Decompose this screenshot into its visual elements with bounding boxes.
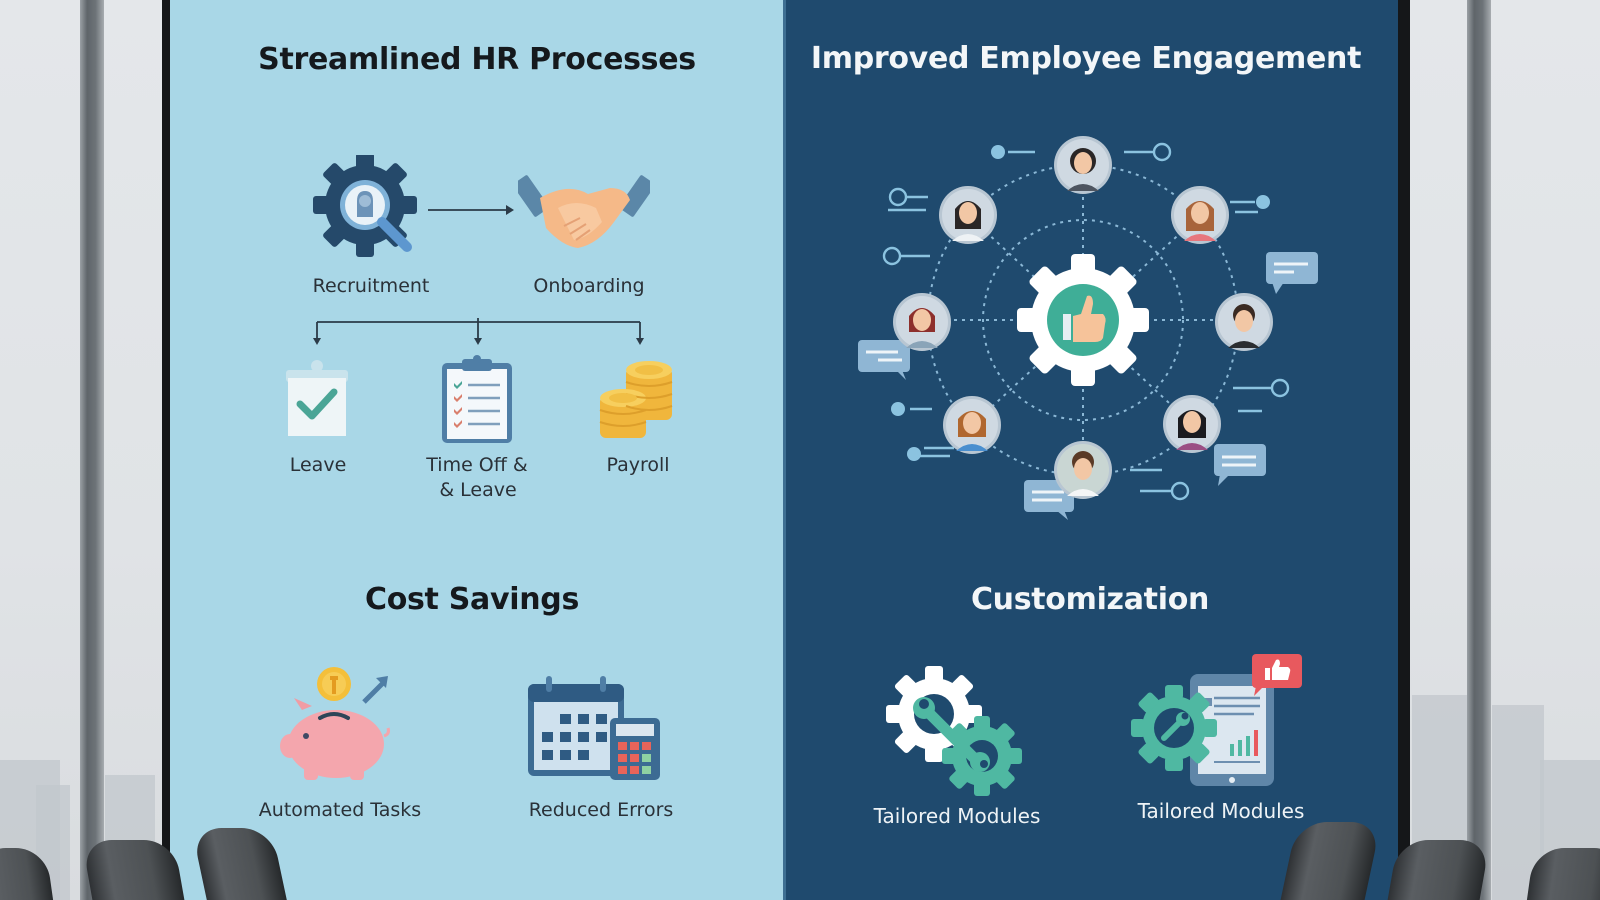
coins-stack-icon (599, 361, 673, 438)
label-recruitment: Recruitment (312, 275, 430, 297)
label-onboarding: Onboarding (533, 275, 645, 297)
section-title-engagement: Improved Employee Engagement (810, 41, 1362, 76)
label-time-off-line1: Time Off & (426, 454, 528, 476)
flow-arrow-icon (428, 205, 514, 215)
label-leave: Leave (289, 454, 347, 476)
handshake-icon (518, 175, 650, 248)
engagement-network-icon (858, 136, 1318, 520)
avatar-lower-right (1163, 395, 1221, 453)
checkbox-icon (286, 360, 348, 436)
label-automated-tasks: Automated Tasks (258, 799, 422, 821)
avatar-right (1215, 293, 1273, 351)
section-title-hr-processes: Streamlined HR Processes (258, 42, 696, 77)
window-mullion-right (1467, 0, 1491, 900)
window-mullion-left (80, 0, 104, 900)
clipboard-checklist-icon (442, 355, 512, 443)
panel-divider (783, 0, 786, 900)
avatar-upper-left (939, 186, 997, 244)
avatar-top (1054, 136, 1112, 194)
gear-magnifier-icon (313, 155, 421, 260)
avatar-upper-right (1171, 186, 1229, 244)
label-time-off-line2: & Leave (439, 479, 517, 501)
section-title-customization: Customization (970, 582, 1210, 617)
tablet-gear-icon (1130, 654, 1302, 789)
label-tailored-modules-1: Tailored Modules (873, 804, 1041, 828)
avatar-lower-left (943, 396, 1001, 454)
label-payroll: Payroll (606, 454, 670, 476)
calendar-calculator-icon (528, 676, 660, 780)
piggy-bank-icon (280, 667, 390, 780)
branch-connector-icon (313, 318, 644, 345)
label-tailored-modules-2: Tailored Modules (1137, 799, 1305, 823)
left-panel (170, 0, 785, 900)
section-title-cost-savings: Cost Savings (364, 582, 580, 617)
avatar-left (893, 293, 951, 351)
gears-wrench-icon (884, 664, 1026, 802)
avatar-bottom (1054, 441, 1112, 499)
label-reduced-errors: Reduced Errors (528, 799, 674, 821)
